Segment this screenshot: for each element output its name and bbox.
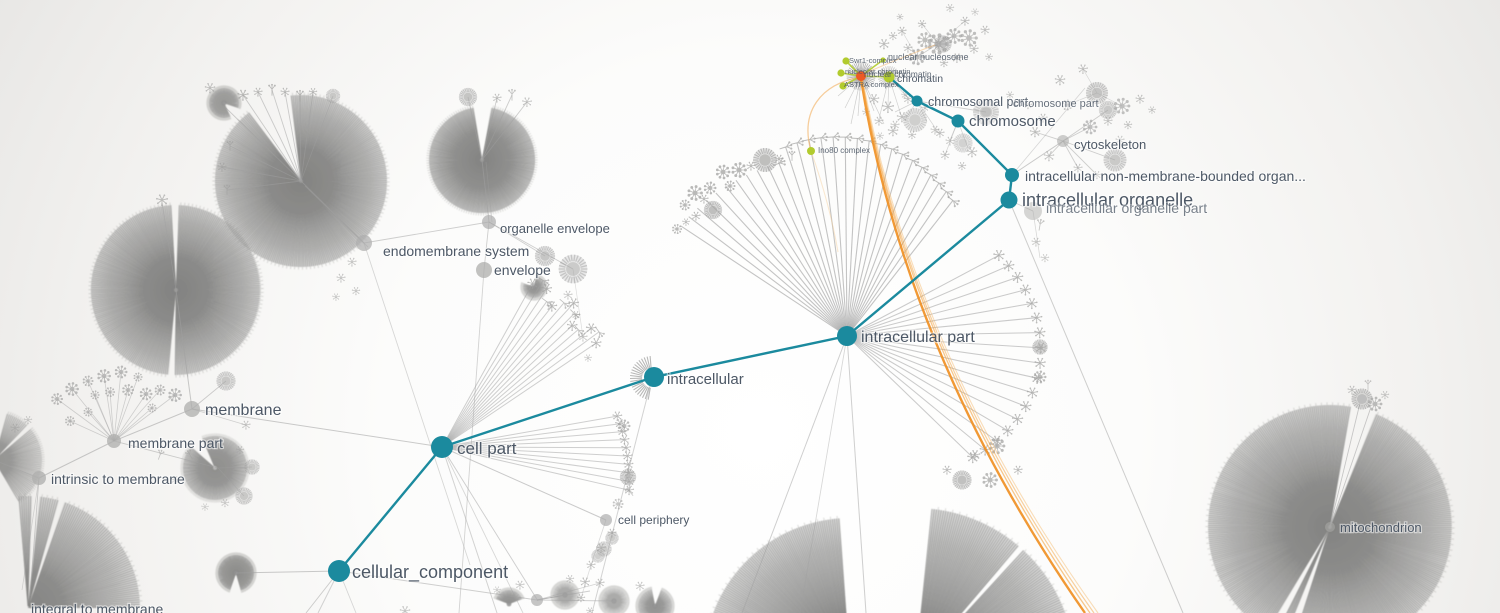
svg-text:mitochondrion: mitochondrion	[1340, 520, 1422, 535]
svg-text:membrane part: membrane part	[128, 435, 223, 451]
svg-text:intrinsic to membrane: intrinsic to membrane	[51, 471, 185, 487]
svg-text:Swr1-complex: Swr1-complex	[849, 56, 897, 65]
svg-text:chromosomal part: chromosomal part	[928, 95, 1029, 109]
svg-text:intracellular organelle part: intracellular organelle part	[1046, 200, 1207, 216]
svg-text:cell part: cell part	[457, 439, 517, 458]
svg-text:integral to membrane: integral to membrane	[31, 601, 164, 613]
svg-text:cellular_component: cellular_component	[352, 562, 508, 583]
svg-text:chromatin: chromatin	[897, 73, 943, 85]
svg-text:nuclear chromatin: nuclear chromatin	[864, 69, 932, 79]
svg-text:cell periphery: cell periphery	[618, 513, 689, 527]
svg-text:intracellular non-membrane-bou: intracellular non-membrane-bounded organ…	[1025, 168, 1306, 184]
svg-text:ASTRA complex: ASTRA complex	[844, 80, 899, 89]
svg-text:endomembrane system: endomembrane system	[383, 243, 529, 259]
svg-text:membrane: membrane	[205, 402, 282, 419]
svg-text:cytoskeleton: cytoskeleton	[1074, 137, 1146, 152]
svg-text:chromosome part: chromosome part	[1013, 98, 1099, 110]
svg-text:envelope: envelope	[494, 262, 551, 278]
svg-text:Ino80 complex: Ino80 complex	[818, 146, 870, 155]
svg-text:intracellular part: intracellular part	[861, 329, 975, 346]
svg-text:intracellular organelle: intracellular organelle	[1022, 190, 1193, 210]
svg-text:nuclear nucleosome: nuclear nucleosome	[888, 52, 969, 62]
svg-text:organelle envelope: organelle envelope	[500, 221, 610, 236]
svg-text:nucleolar chromatin: nucleolar chromatin	[845, 67, 910, 76]
svg-text:intracellular: intracellular	[667, 371, 744, 388]
svg-text:chromosome: chromosome	[969, 113, 1056, 130]
